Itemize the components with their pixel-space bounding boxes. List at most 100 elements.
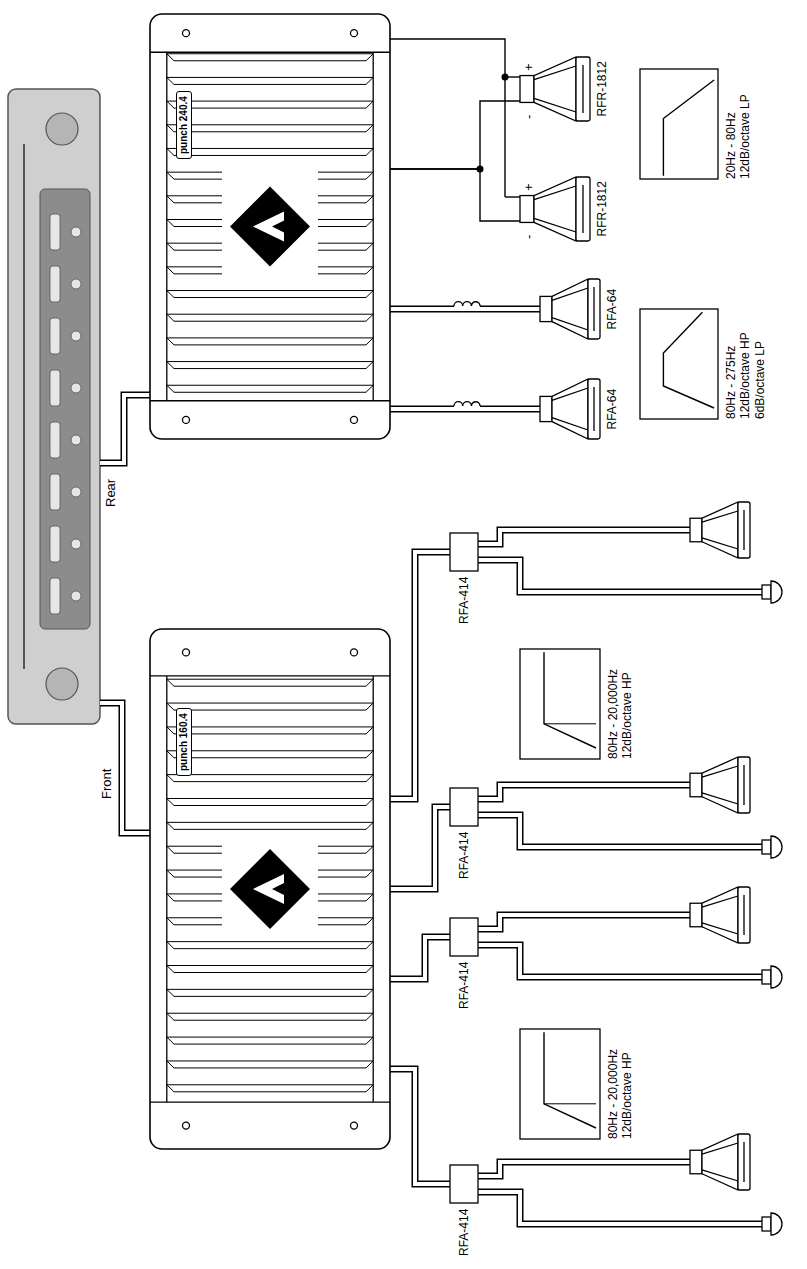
- crossover-box: RFA-414: [450, 533, 478, 571]
- sub-wiring: [390, 39, 520, 197]
- speaker-wire-core: [478, 785, 690, 799]
- panel-button: [50, 526, 60, 562]
- crossover-box: RFA-414: [450, 788, 478, 826]
- node-label: 80Hz - 20,000Hz 12dB/octave HP: [606, 647, 635, 759]
- tweeter-body: [762, 840, 771, 854]
- screw-hole: [183, 30, 190, 37]
- amplifier: punch 240.4: [150, 14, 390, 439]
- graph-frame: [520, 649, 600, 759]
- panel-button: [50, 266, 60, 302]
- response-curve: [544, 652, 596, 748]
- tweeter-dome: [771, 966, 782, 988]
- panel-button: [50, 578, 60, 614]
- screw-hole: [183, 1122, 190, 1129]
- speaker-cone-inner: [702, 1143, 738, 1181]
- speaker-cone: [702, 757, 738, 813]
- shape-outline: [520, 649, 600, 759]
- sub-wire: [390, 39, 505, 197]
- tweeter: [762, 966, 782, 988]
- crossover-outline: [450, 533, 478, 571]
- speaker-cable-core: [390, 807, 450, 889]
- amp-endcap-line: [150, 676, 390, 1102]
- graph-frame: [520, 1029, 600, 1139]
- node-label: RFA-414: [457, 962, 471, 1009]
- speaker-wire: [478, 915, 690, 929]
- speaker-cone-inner: [743, 895, 744, 935]
- shape-outline: [450, 533, 478, 571]
- speaker-cone: [702, 502, 738, 558]
- speaker-cone-inner: [534, 66, 576, 112]
- panel-knob: [71, 279, 81, 289]
- speaker-magnet: [520, 76, 534, 103]
- speaker-magnet: [520, 196, 534, 223]
- panel-button: [50, 214, 60, 250]
- speaker-cone-inner: [702, 766, 738, 804]
- woofer: [690, 757, 750, 813]
- speaker-cable-core: [390, 937, 450, 979]
- display-panel: [40, 189, 90, 629]
- woofer: [690, 1134, 750, 1190]
- speaker-magnet: [540, 396, 552, 421]
- shape-outline: [540, 379, 600, 439]
- inductor-coil: [454, 302, 480, 309]
- cutoff-line: [544, 723, 596, 724]
- wire-connector: [390, 807, 450, 889]
- tweeter-body: [762, 1217, 771, 1231]
- wire-label: -: [521, 115, 537, 119]
- speaker-cone-inner: [743, 1142, 744, 1182]
- disc-slot: [23, 144, 25, 669]
- crossover-outline: [450, 788, 478, 826]
- speaker-cable: [390, 101, 520, 169]
- speaker-wire-core: [478, 815, 762, 847]
- rca-cable-line: [100, 703, 150, 833]
- junction-dot: [502, 74, 509, 81]
- node-label: RFR-1812: [595, 181, 609, 236]
- crossover-box: RFA-414: [450, 1165, 478, 1203]
- speaker-magnet: [690, 773, 702, 797]
- rca-cable-line-core: [100, 703, 150, 833]
- screw-hole: [351, 416, 358, 423]
- speaker-cone-inner: [593, 287, 594, 331]
- woofer: [690, 887, 750, 943]
- wire-connector: [390, 937, 450, 979]
- speaker-flange: [588, 379, 600, 439]
- node-label: 20Hz - 80Hz 12dB/octave LP: [724, 67, 753, 179]
- speaker-cone: [552, 279, 588, 339]
- tweeter-body: [762, 585, 771, 599]
- speaker-cable: [390, 552, 450, 799]
- graph-frame: [640, 69, 718, 179]
- woofer: [690, 502, 750, 558]
- crossover-outline: [450, 1165, 478, 1203]
- speaker-cone-inner: [593, 387, 594, 431]
- panel-knob: [71, 591, 81, 601]
- speaker-magnet: [690, 903, 702, 927]
- speaker-cone: [702, 887, 738, 943]
- speaker-wire-core: [478, 1192, 762, 1224]
- speaker-cable: [390, 1069, 450, 1184]
- speaker-cone-inner: [743, 765, 744, 805]
- panel-button: [50, 422, 60, 458]
- panel-knob: [71, 383, 81, 393]
- shape-outline: [540, 279, 600, 339]
- shape-outline: [150, 629, 390, 1149]
- screw-hole: [351, 649, 358, 656]
- crossover-box: RFA-414: [450, 918, 478, 956]
- speaker-flange: [738, 502, 750, 558]
- coil-gap: [454, 304, 480, 309]
- cutoff-line: [544, 1103, 596, 1104]
- logo-diamond: [230, 849, 310, 929]
- shape-outline: [450, 918, 478, 956]
- speaker-wire-core: [478, 1162, 690, 1176]
- rca-cable-line: [100, 395, 150, 463]
- junction-dot: [477, 166, 484, 173]
- head-unit-body: [8, 89, 100, 724]
- speaker-wire: [478, 560, 762, 592]
- wire-label: +: [521, 183, 537, 191]
- speaker-magnet: [690, 1150, 702, 1174]
- speaker-cone-inner: [552, 388, 588, 430]
- amp-body: [150, 629, 390, 1149]
- wire-connector: [390, 101, 520, 169]
